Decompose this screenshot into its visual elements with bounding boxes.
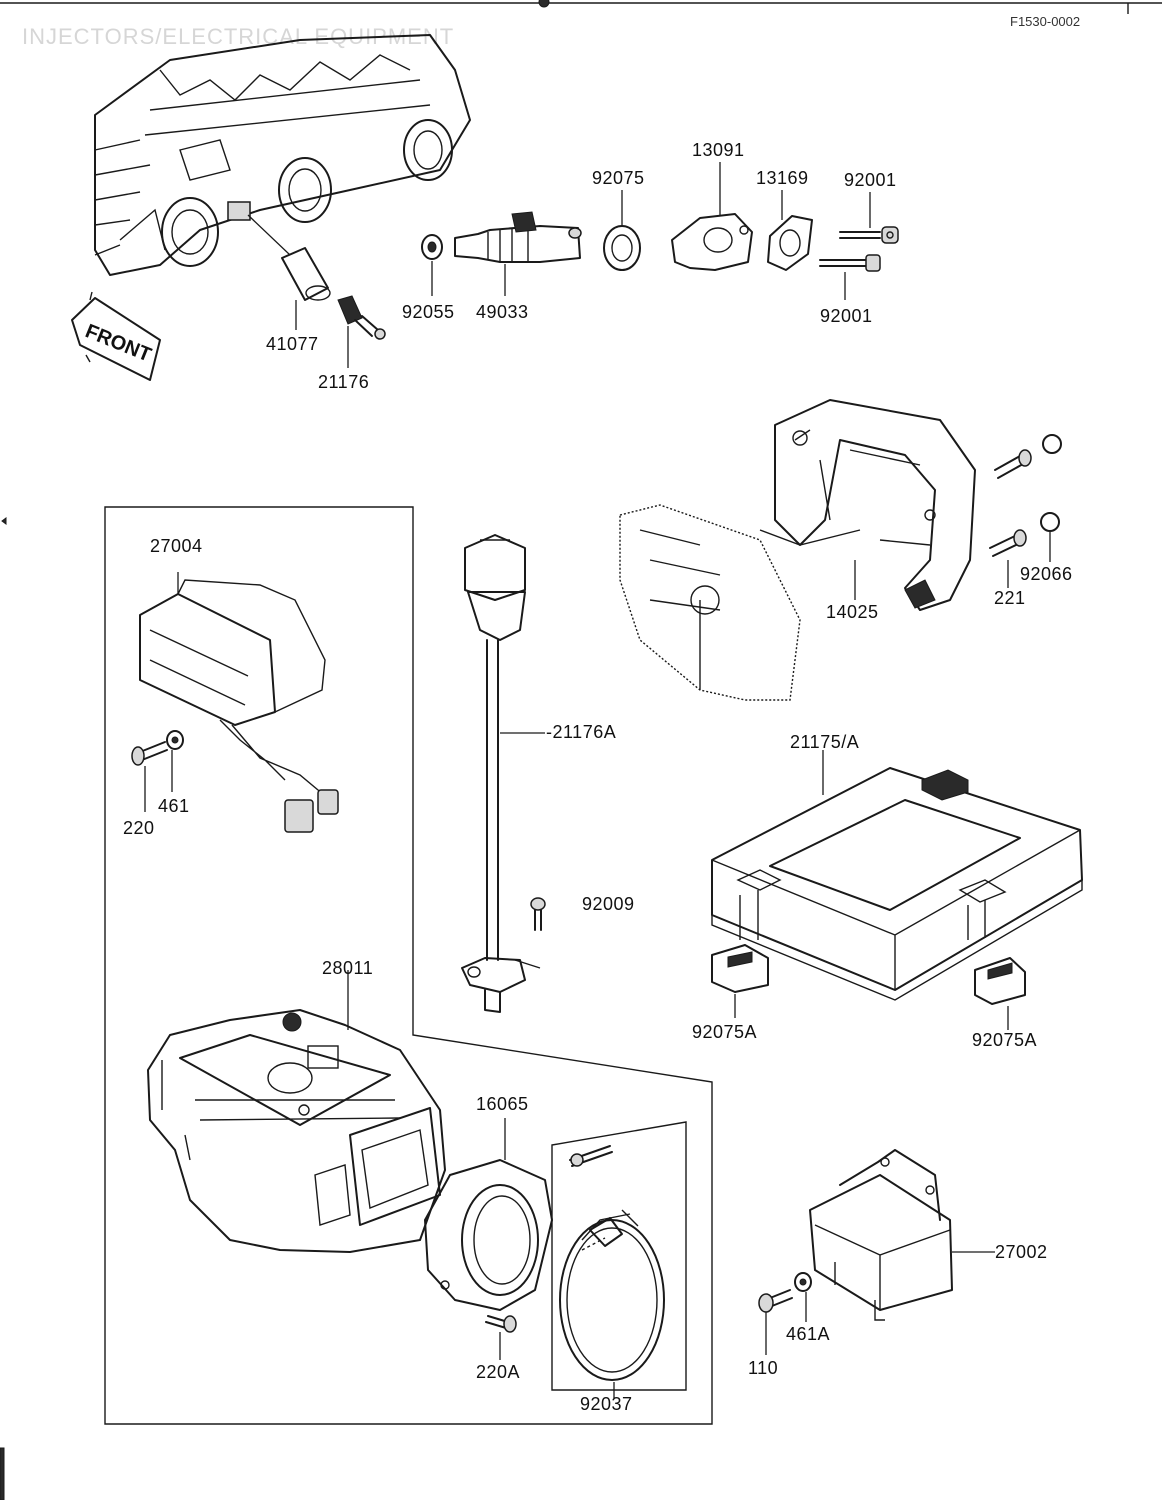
part-27004-module bbox=[139, 579, 339, 833]
label-13169: 13169 bbox=[756, 168, 809, 188]
label-21176A: -21176A bbox=[546, 722, 616, 742]
part-13169-gasket bbox=[767, 215, 813, 271]
part-16065-adapter bbox=[424, 1159, 553, 1311]
label-220: 220 bbox=[123, 818, 155, 838]
label-461: 461 bbox=[158, 796, 190, 816]
front-direction-sign: FRONT bbox=[71, 291, 161, 381]
label-461A: 461A bbox=[786, 1324, 830, 1344]
label-92055: 92055 bbox=[402, 302, 455, 322]
part-49033-injector bbox=[454, 211, 582, 263]
part-461-washer bbox=[166, 730, 184, 750]
label-41077: 41077 bbox=[266, 334, 319, 354]
label-92009: 92009 bbox=[582, 894, 635, 914]
part-41077-holder bbox=[247, 214, 331, 301]
part-110-screw bbox=[758, 1289, 793, 1313]
part-21176A-sensor-harness bbox=[461, 534, 541, 1013]
group-outline bbox=[104, 506, 713, 1425]
part-92009-screw bbox=[530, 897, 546, 931]
part-92075A-right-connector bbox=[974, 957, 1026, 1005]
front-label: FRONT bbox=[82, 320, 154, 366]
part-461A-washer bbox=[794, 1272, 812, 1292]
part-14025-bracket bbox=[759, 399, 976, 611]
label-92001-top: 92001 bbox=[844, 170, 897, 190]
part-221-screws bbox=[989, 449, 1032, 557]
label-28011: 28011 bbox=[322, 958, 373, 978]
part-92066-collars bbox=[1040, 434, 1062, 532]
label-92075A-left: 92075A bbox=[692, 1022, 757, 1042]
engine-housing-sketch bbox=[619, 504, 801, 701]
part-28011-throttle-body bbox=[147, 1009, 446, 1253]
engine-intake-manifold bbox=[94, 34, 471, 276]
label-13091: 13091 bbox=[692, 140, 745, 160]
label-220A: 220A bbox=[476, 1362, 520, 1382]
part-92037-clamp bbox=[551, 1121, 687, 1391]
label-110: 110 bbox=[748, 1358, 778, 1378]
label-27004: 27004 bbox=[150, 536, 203, 556]
part-220-screw bbox=[131, 741, 168, 766]
label-92075A-right: 92075A bbox=[972, 1030, 1037, 1050]
label-21176: 21176 bbox=[318, 372, 369, 392]
label-49033: 49033 bbox=[476, 302, 529, 322]
part-92055-seal bbox=[421, 234, 443, 260]
label-16065: 16065 bbox=[476, 1094, 529, 1114]
label-92066: 92066 bbox=[1020, 564, 1073, 584]
figure-code: F1530-0002 bbox=[1010, 14, 1080, 29]
part-92075-o-ring bbox=[603, 225, 641, 271]
part-92001-bolts bbox=[819, 226, 899, 272]
label-92001-bottom: 92001 bbox=[820, 306, 873, 326]
label-14025: 14025 bbox=[826, 602, 879, 622]
part-21175A-control-unit bbox=[711, 767, 1083, 1001]
part-27002-relay bbox=[809, 1149, 953, 1321]
label-27002: 27002 bbox=[995, 1242, 1048, 1262]
binding-hole bbox=[538, 0, 550, 8]
label-92037: 92037 bbox=[580, 1394, 633, 1414]
label-92075: 92075 bbox=[592, 168, 645, 188]
part-21176-sensor bbox=[337, 295, 386, 340]
part-13091-holder bbox=[671, 213, 753, 271]
part-92075A-left-connector bbox=[711, 944, 769, 993]
label-221: 221 bbox=[994, 588, 1026, 608]
label-21175A: 21175/A bbox=[790, 732, 859, 752]
part-220A-screw bbox=[485, 1315, 517, 1333]
